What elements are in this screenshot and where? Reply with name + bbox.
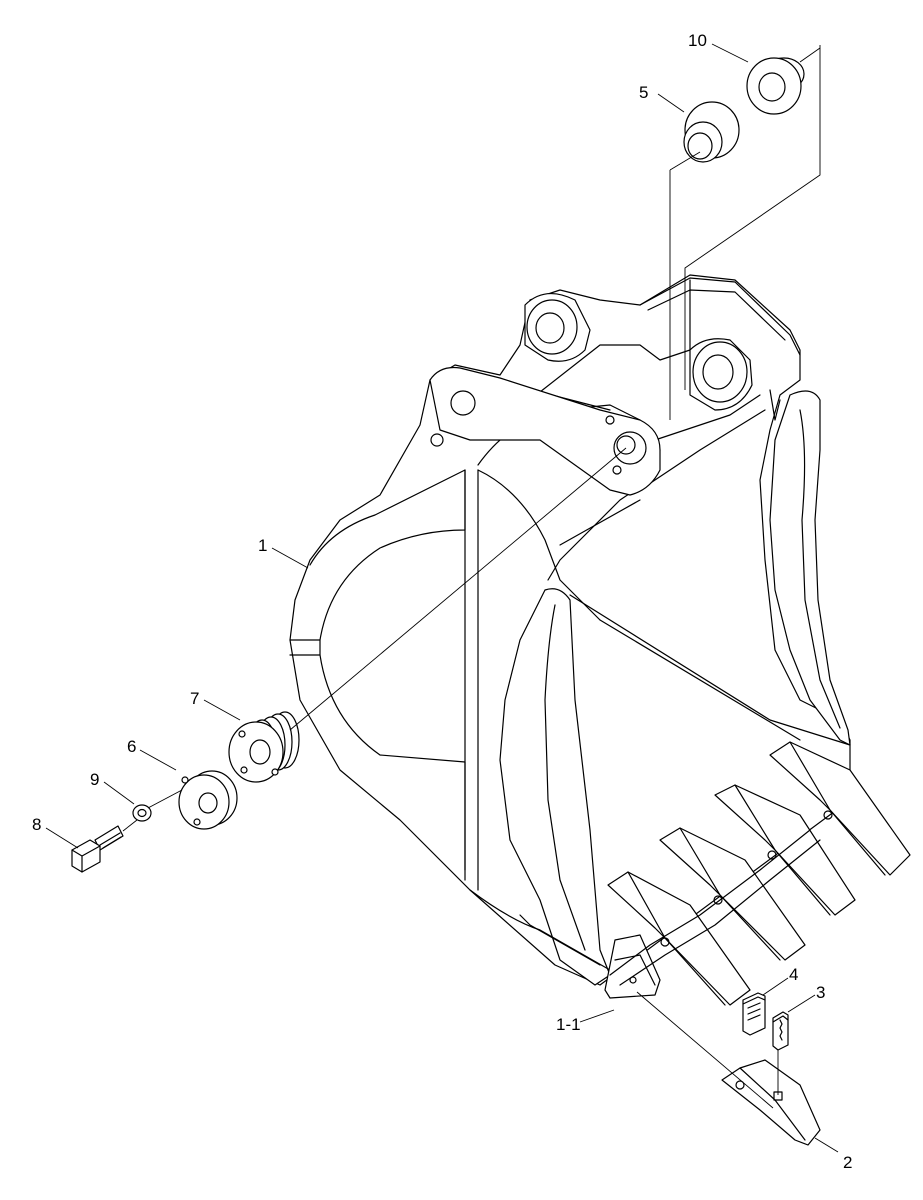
callout-8: 8 <box>32 815 41 834</box>
tooth-point <box>721 1059 821 1146</box>
callout-labels: 10 5 1 7 6 9 8 1-1 4 3 2 <box>32 31 852 1172</box>
callout-1: 1 <box>258 536 267 555</box>
bucket-teeth <box>604 741 911 1006</box>
callout-3: 3 <box>816 983 825 1002</box>
leader-lines <box>45 43 839 1153</box>
callout-4: 4 <box>789 965 798 984</box>
assembly-lines <box>122 45 821 1109</box>
callout-9: 9 <box>90 770 99 789</box>
callout-5: 5 <box>639 83 648 102</box>
tooth-pin <box>772 1011 789 1051</box>
bolt-8 <box>71 825 124 873</box>
spring-washer-9 <box>132 804 152 822</box>
washer-6 <box>178 770 238 830</box>
callout-1-1: 1-1 <box>556 1015 581 1034</box>
bushing-10 <box>746 57 805 115</box>
callout-2: 2 <box>843 1153 852 1172</box>
shim-7 <box>228 711 300 783</box>
tooth-lock <box>742 992 766 1036</box>
callout-6: 6 <box>127 737 136 756</box>
callout-10: 10 <box>688 31 707 50</box>
bushing-5 <box>683 101 740 163</box>
callout-7: 7 <box>190 689 199 708</box>
bucket-body <box>289 274 851 986</box>
